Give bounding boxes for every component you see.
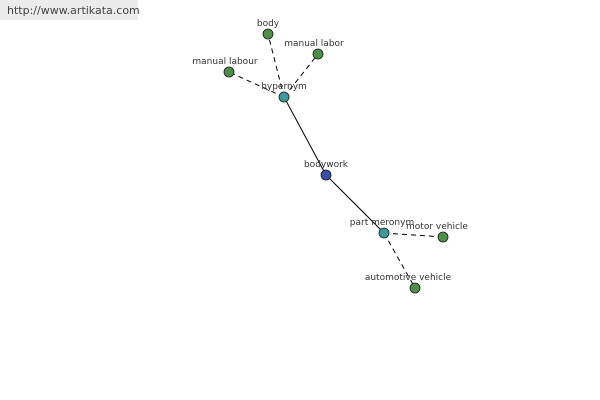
node-motor-vehicle[interactable] <box>437 231 449 243</box>
edge-hypernym-manual-labor <box>283 53 319 98</box>
graph-nodes <box>223 28 449 294</box>
edge-hypernym-body <box>267 33 285 98</box>
edge-hypernym-manual-labour <box>228 71 285 98</box>
node-manual-labor[interactable] <box>312 48 324 60</box>
edge-hypernym-bodywork <box>283 96 327 176</box>
source-banner: http://www.artikata.com <box>0 0 140 20</box>
node-hypernym[interactable] <box>278 91 290 103</box>
label-automotive-vehicle[interactable]: automotive vehicle <box>365 273 452 283</box>
source-url[interactable]: http://www.artikata.com <box>7 4 140 17</box>
node-manual-labour[interactable] <box>223 66 235 78</box>
node-part-meronym[interactable] <box>378 227 390 239</box>
label-manual-labour[interactable]: manual labour <box>192 57 258 67</box>
node-bodywork[interactable] <box>320 169 332 181</box>
label-manual-labor[interactable]: manual labor <box>284 39 344 49</box>
edge-bodywork-part-meronym <box>325 174 385 234</box>
node-automotive-vehicle[interactable] <box>409 282 421 294</box>
edge-part-meronym-automotive-vehicle <box>383 232 416 289</box>
graph-edges <box>228 33 444 289</box>
label-hypernym[interactable]: hypernym <box>261 82 307 92</box>
label-bodywork[interactable]: bodywork <box>304 160 349 170</box>
edge-part-meronym-motor-vehicle <box>383 232 444 238</box>
graph-labels: bodywork hypernym part meronym body manu… <box>192 19 468 283</box>
label-part-meronym[interactable]: part meronym <box>350 218 414 228</box>
node-body[interactable] <box>262 28 274 40</box>
label-body[interactable]: body <box>257 19 280 29</box>
label-motor-vehicle[interactable]: motor vehicle <box>406 222 468 232</box>
